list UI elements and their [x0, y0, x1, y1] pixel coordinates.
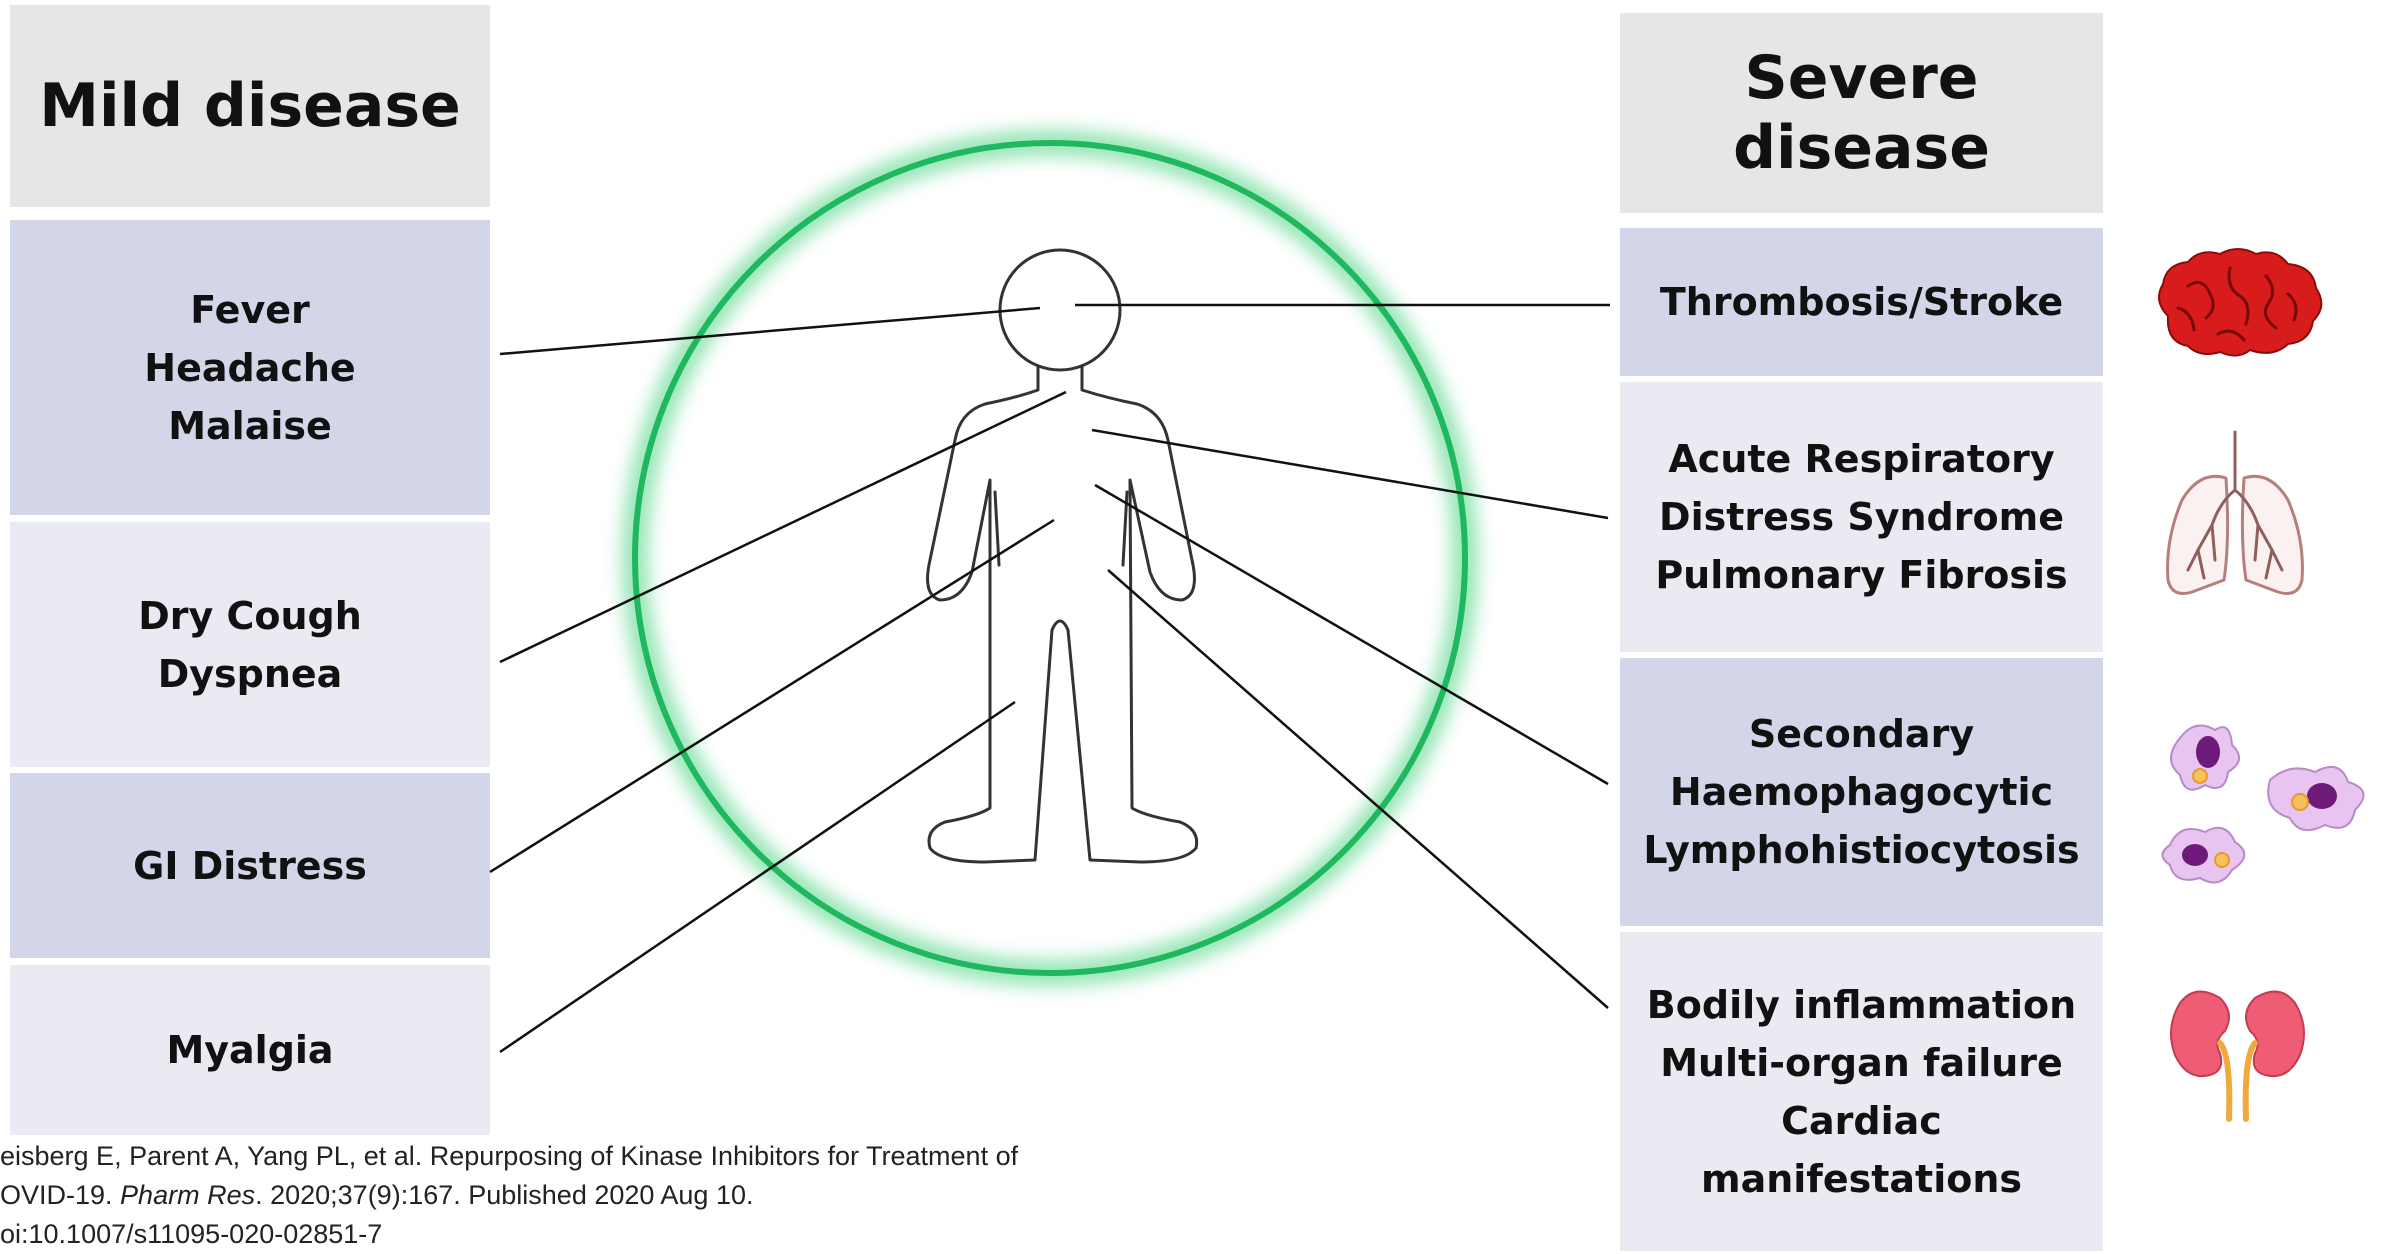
connector-ards [1092, 430, 1608, 518]
citation-journal: Pharm Res [120, 1180, 255, 1210]
citation-line-2-post: . 2020;37(9):167. Published 2020 Aug 10. [255, 1180, 753, 1210]
citation-line-1: eisberg E, Parent A, Yang PL, et al. Rep… [0, 1137, 1240, 1176]
glowing-circle [635, 143, 1465, 973]
kidneys-icon [2165, 983, 2310, 1123]
macrophage-cells-icon [2150, 710, 2380, 900]
brain-icon [2148, 246, 2328, 361]
connector-fever [500, 308, 1040, 354]
connector-myalgia [500, 702, 1015, 1052]
citation-line-2: OVID-19. Pharm Res. 2020;37(9):167. Publ… [0, 1176, 1240, 1215]
connector-gi [490, 520, 1054, 872]
connector-hlh [1095, 485, 1608, 784]
citation: eisberg E, Parent A, Yang PL, et al. Rep… [0, 1137, 1240, 1254]
human-body-outline [928, 250, 1197, 862]
lungs-icon [2160, 430, 2310, 605]
citation-line-2-pre: OVID-19. [0, 1180, 120, 1210]
citation-doi: oi:10.1007/s11095-020-02851-7 [0, 1215, 1240, 1254]
